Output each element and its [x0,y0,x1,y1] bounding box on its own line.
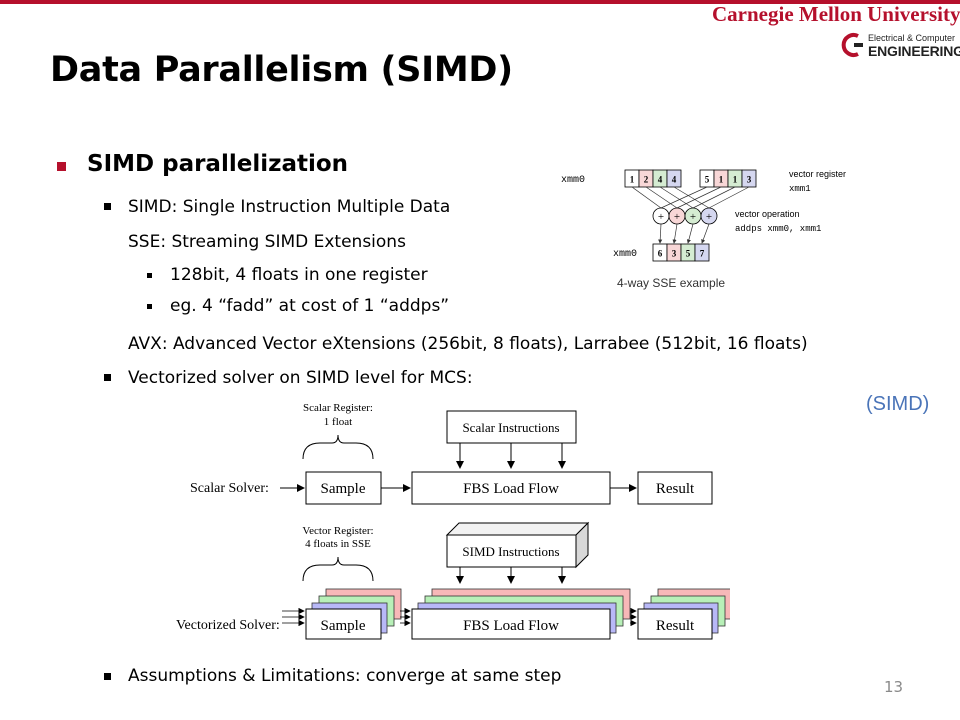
vector-fbs-label: FBS Load Flow [463,618,559,634]
sse-line [701,223,710,244]
sse-line [658,223,663,244]
xmm1-value: 3 [747,175,752,185]
scalar-register-label: Scalar Register: [303,402,373,414]
sub-bullet-marker [104,374,111,381]
scalar-instructions-box [446,410,577,444]
sub-sub-bullet-marker [147,304,152,309]
simd-instructions-label: SIMD Instructions [462,544,559,559]
scalar-register-sub: 1 float [324,416,352,428]
vector-result-label: Result [656,618,695,634]
sub-bullet-marker [104,203,111,210]
sub-sub-bullet-marker [147,273,152,278]
bullet-sse-sub2: eg. 4 “fadd” at cost of 1 “addps” [170,296,450,316]
register-note-2: xmm1 [789,184,811,194]
sub-bullet-marker [104,673,111,680]
dept-line-2: ENGINEERING [868,43,960,59]
operation-note-1: vector operation [735,209,800,219]
xmm0-label-top: xmm0 [561,175,585,186]
bullet-sse-def: SSE: Streaming SIMD Extensions [128,232,406,252]
sse-line [686,223,694,244]
xmm0-value: 2 [644,175,649,185]
bullet-assumptions: Assumptions & Limitations: converge at s… [128,666,562,686]
vector-result-stack [637,588,730,640]
page-number: 13 [884,678,904,696]
sse-line [672,223,678,244]
sse-line [692,186,736,209]
simd-side-label: (SIMD) [866,393,930,415]
operation-note-2: addps xmm0, xmm1 [735,224,821,234]
sse-line [659,186,694,209]
sse-line [645,186,678,209]
vector-register-sub: 4 floats in SSE [305,538,371,550]
dept-line-1: Electrical & Computer [868,33,956,43]
sse-line [676,186,722,209]
scalar-register-brace [302,434,374,460]
xmm1-value: 1 [719,175,724,185]
vector-fbs-front [411,608,611,640]
sse-op-symbol: + [706,211,712,223]
vector-arrows [282,607,637,627]
sse-line [673,186,710,209]
vector-fbs-stack [411,588,631,640]
sse-connection-lines [631,186,750,244]
sse-operation-row: + + + + [652,207,718,225]
scalar-instructions-label: Scalar Instructions [462,420,559,435]
header-red-bar [0,0,960,4]
result-cell [694,243,710,262]
vector-result-front [637,608,713,640]
xmm1-value: 5 [705,175,710,185]
xmm0-value: 4 [658,175,663,185]
vector-sample-label: Sample [321,618,366,634]
result-value: 3 [672,249,677,259]
xmm0-value: 1 [630,175,635,185]
bullet-marker [57,162,66,171]
vectorized-solver-label: Vectorized Solver: [176,618,280,633]
solver-diagram: Scalar Register: 1 float Scalar Instruct… [176,402,730,640]
university-logo-text: Carnegie Mellon University [712,2,960,26]
scalar-sample-box [305,471,382,505]
sse-line [660,186,708,209]
sse-caption: 4-way SSE example [617,276,725,290]
bullet-simd-def: SIMD: Single Instruction Multiple Data [128,197,451,217]
xmm0-label-bottom: xmm0 [613,249,637,260]
slide-title: Data Parallelism (SIMD) [50,50,513,90]
ece-logo: Electrical & Computer ENGINEERING [840,32,960,60]
xmm1-value: 1 [733,175,738,185]
result-value: 7 [700,249,705,259]
bullet-vectorized: Vectorized solver on SIMD level for MCS: [128,368,473,388]
bullet-avx-def: AVX: Advanced Vector eXtensions (256bit,… [128,334,808,354]
sse-line [631,186,662,209]
sse-op-symbol: + [690,211,696,223]
sse-op-circle [700,207,718,225]
vector-sample-front [305,608,382,640]
scalar-fbs-label: FBS Load Flow [463,481,559,497]
simd-instructions-box [445,521,590,569]
sse-op-symbol: + [674,211,680,223]
scalar-result-box [637,471,713,505]
xmm0-value: 4 [672,175,677,185]
sse-op-symbol: + [658,211,664,223]
result-value: 6 [658,249,663,259]
vector-register-label: Vector Register: [302,525,373,537]
sse-line [708,186,750,209]
bullet-sse-sub1: 128bit, 4 floats in one register [170,265,428,285]
ece-emblem-icon [841,33,863,57]
bullet-heading: SIMD parallelization [87,151,349,177]
scalar-result-label: Result [656,481,695,497]
vector-sample-stack [305,588,402,640]
vector-register-brace [302,556,374,582]
scalar-sample-label: Sample [321,481,366,497]
scalar-fbs-box [411,471,611,505]
scalar-solver-label: Scalar Solver: [190,481,269,496]
result-value: 5 [686,249,691,259]
register-note-1: vector register [789,169,846,179]
